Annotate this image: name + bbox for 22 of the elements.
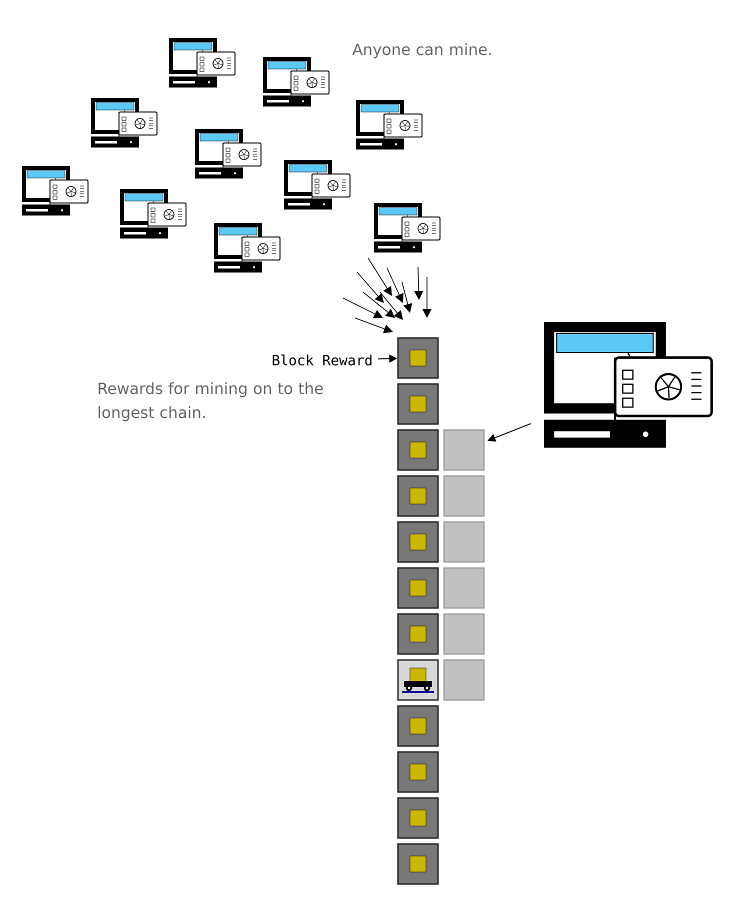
note-text: Anyone can mine.: [352, 43, 491, 58]
block: [397, 659, 439, 701]
block: [397, 521, 439, 563]
note-text: Rewards for mining on to the longest chain.: [98, 382, 323, 422]
block: [397, 613, 439, 655]
block: [397, 567, 439, 609]
block: [397, 383, 439, 425]
block: [397, 705, 439, 747]
block: [397, 337, 439, 379]
block: [397, 751, 439, 793]
block: [397, 429, 439, 471]
block: [443, 613, 485, 655]
block: [397, 843, 439, 885]
block: [443, 521, 485, 563]
computer-drawing: [544, 322, 713, 448]
block: [443, 659, 485, 701]
block: [443, 475, 485, 517]
text-label: Block Reward: [272, 354, 372, 366]
block: [397, 475, 439, 517]
block: [443, 429, 485, 471]
block: [397, 797, 439, 839]
block: [443, 567, 485, 609]
